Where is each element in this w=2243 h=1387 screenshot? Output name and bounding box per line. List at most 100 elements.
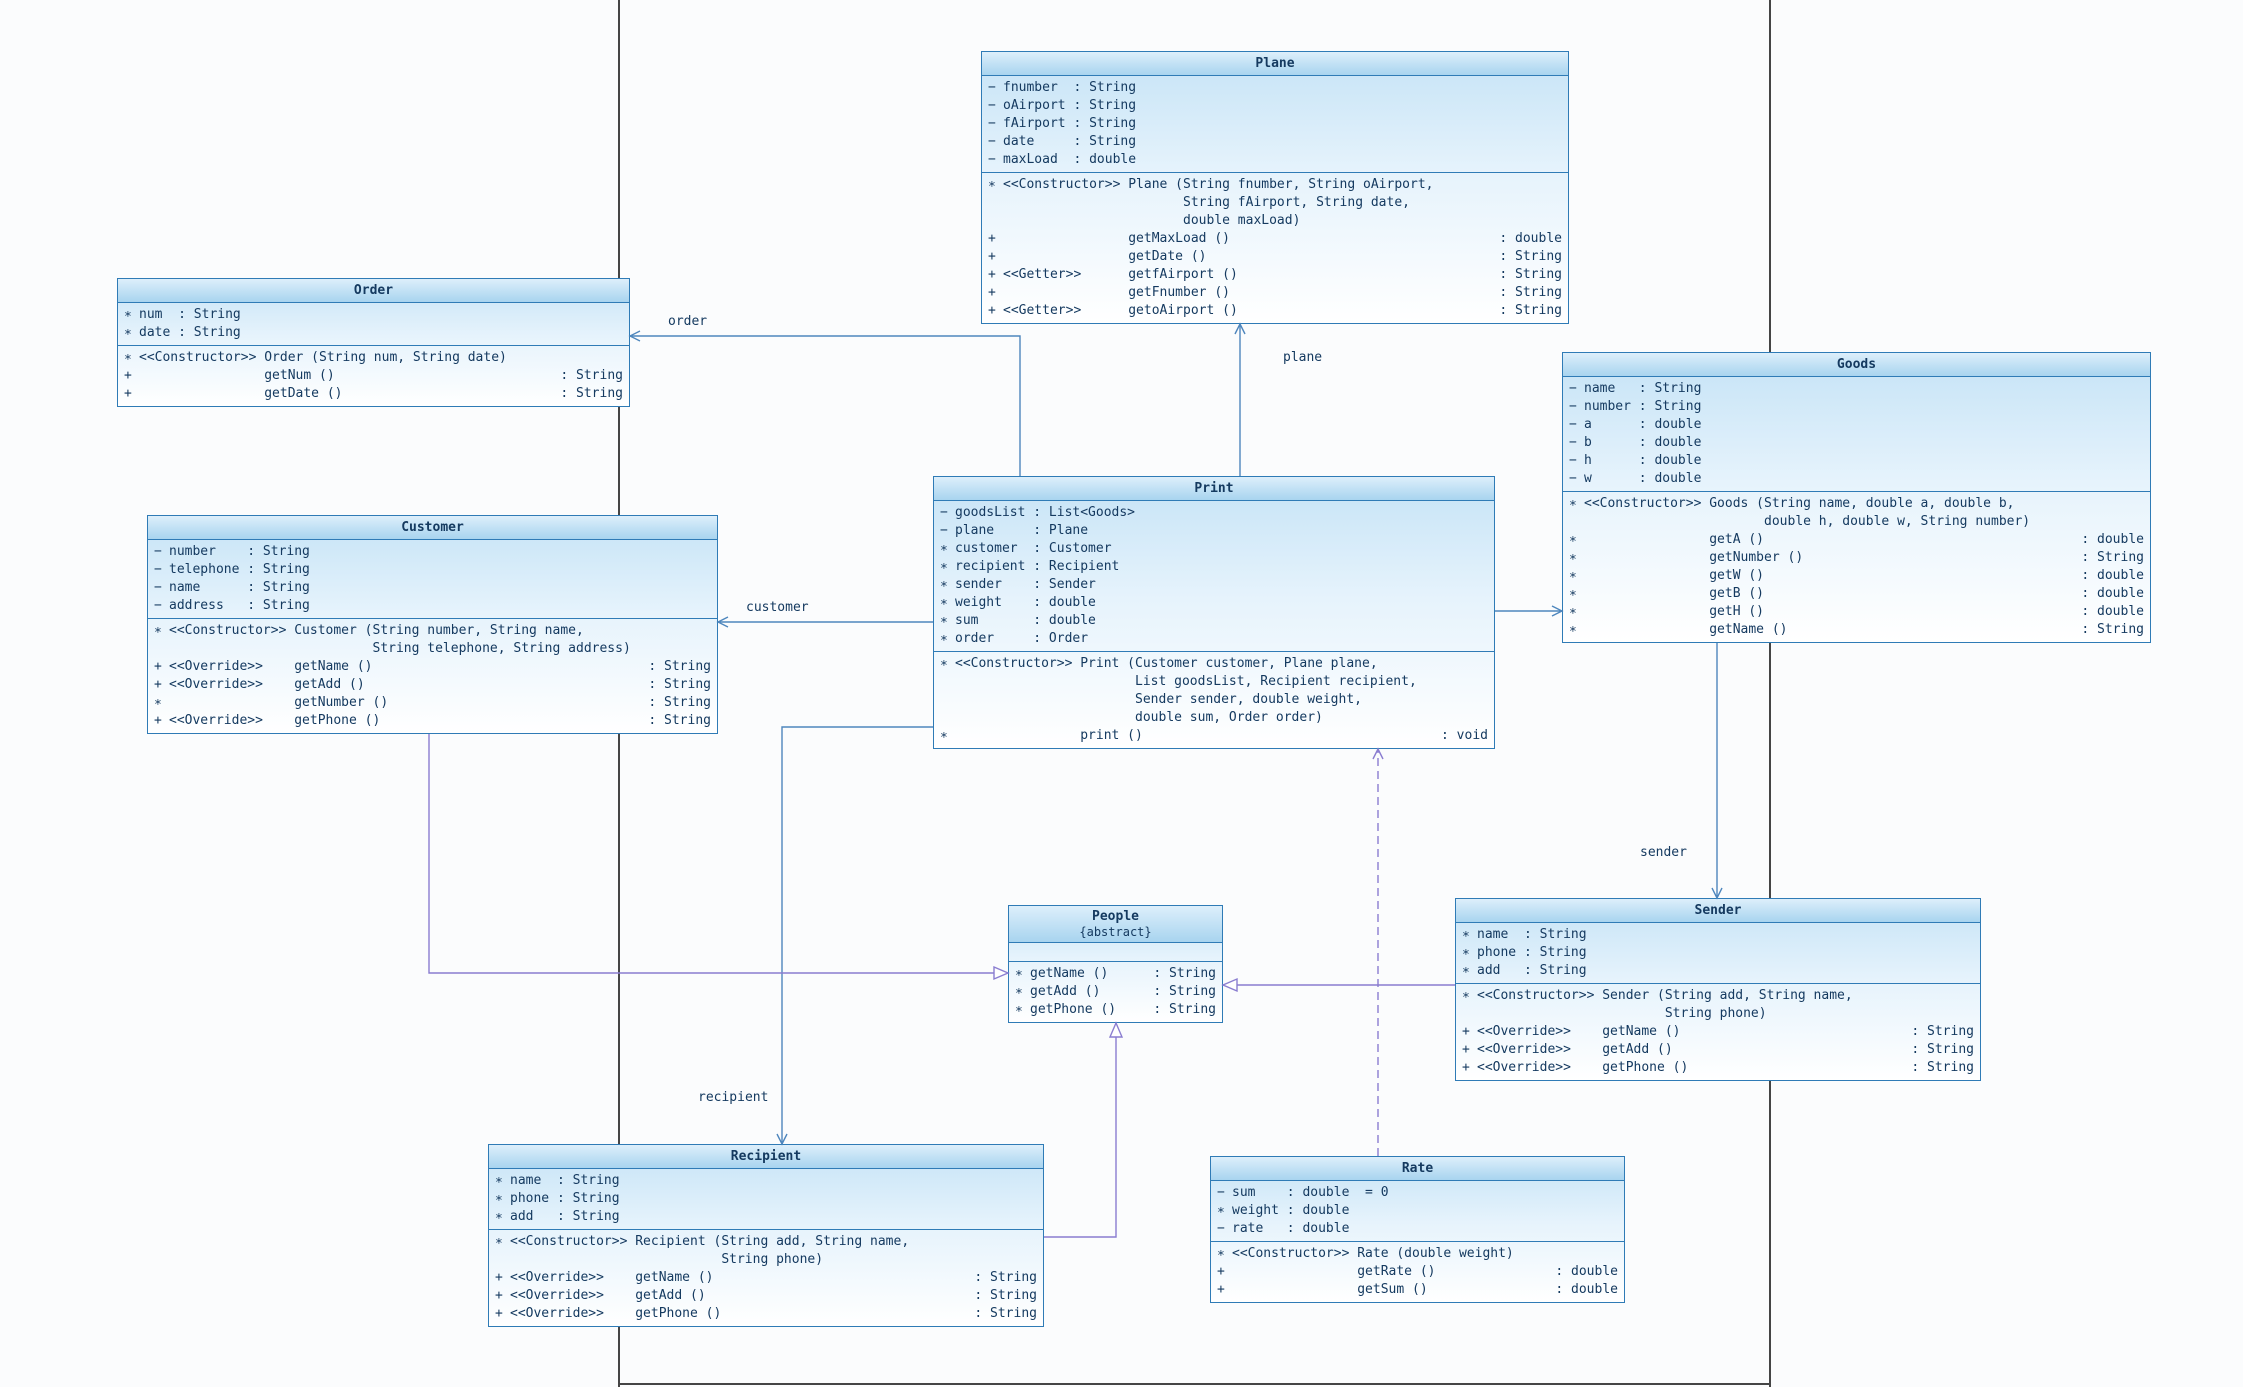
return-type: : String: [1153, 984, 1216, 999]
method-row[interactable]: double sum, Order order): [934, 709, 1494, 727]
method-row[interactable]: +<<Getter>> getoAirport (): String: [982, 302, 1568, 320]
attribute-row[interactable]: ∗name : String: [489, 1172, 1043, 1190]
method-row[interactable]: ∗<<Constructor>> Recipient (String add, …: [489, 1233, 1043, 1251]
attribute-row[interactable]: ∗date : String: [118, 324, 629, 342]
attribute-row[interactable]: ∗weight : double: [934, 594, 1494, 612]
method-row[interactable]: +<<Override>> getAdd (): String: [148, 676, 717, 694]
class-box-order[interactable]: Order∗num : String∗date : String∗<<Const…: [117, 278, 630, 407]
method-row[interactable]: ∗ getName (): String: [1563, 621, 2150, 639]
method-row[interactable]: ∗<<Constructor>> Customer (String number…: [148, 622, 717, 640]
attribute-row[interactable]: −oAirport : String: [982, 97, 1568, 115]
method-row[interactable]: ∗<<Constructor>> Plane (String fnumber, …: [982, 176, 1568, 194]
attribute-row[interactable]: −date : String: [982, 133, 1568, 151]
attribute-row[interactable]: ∗weight : double: [1211, 1202, 1624, 1220]
method-row[interactable]: String phone): [489, 1251, 1043, 1269]
method-row[interactable]: +<<Override>> getPhone (): String: [489, 1305, 1043, 1323]
attribute-row[interactable]: ∗sender : Sender: [934, 576, 1494, 594]
method-row[interactable]: + getMaxLoad (): double: [982, 230, 1568, 248]
attribute-row[interactable]: −number : String: [148, 543, 717, 561]
method-row[interactable]: +<<Override>> getAdd (): String: [489, 1287, 1043, 1305]
member-text: <<Override>> getAdd (): [1477, 1042, 1673, 1057]
edge-order[interactable]: [628, 330, 1021, 476]
method-row[interactable]: ∗ getW (): double: [1563, 567, 2150, 585]
method-row[interactable]: +<<Override>> getAdd (): String: [1456, 1041, 1980, 1059]
attribute-row[interactable]: −w : double: [1563, 470, 2150, 488]
method-row[interactable]: ∗<<Constructor>> Sender (String add, Str…: [1456, 987, 1980, 1005]
attribute-row[interactable]: −fnumber : String: [982, 79, 1568, 97]
method-row[interactable]: ∗<<Constructor>> Print (Customer custome…: [934, 655, 1494, 673]
method-row[interactable]: double h, double w, String number): [1563, 513, 2150, 531]
edge-recipient-generalization[interactable]: [1044, 1021, 1124, 1238]
method-row[interactable]: + getNum (): String: [118, 367, 629, 385]
method-row[interactable]: ∗<<Constructor>> Goods (String name, dou…: [1563, 495, 2150, 513]
attribute-row[interactable]: −telephone : String: [148, 561, 717, 579]
method-row[interactable]: +<<Override>> getPhone (): String: [1456, 1059, 1980, 1077]
class-box-goods[interactable]: Goods−name : String−number : String−a : …: [1562, 352, 2151, 643]
attribute-row[interactable]: ∗add : String: [1456, 962, 1980, 980]
method-row[interactable]: ∗getPhone (): String: [1009, 1001, 1222, 1019]
method-row[interactable]: Sender sender, double weight,: [934, 691, 1494, 709]
method-row[interactable]: ∗ getNumber (): String: [148, 694, 717, 712]
attribute-row[interactable]: −number : String: [1563, 398, 2150, 416]
attribute-row[interactable]: ∗phone : String: [1456, 944, 1980, 962]
attribute-row[interactable]: −plane : Plane: [934, 522, 1494, 540]
method-row[interactable]: String phone): [1456, 1005, 1980, 1023]
method-row[interactable]: ∗getAdd (): String: [1009, 983, 1222, 1001]
attribute-row[interactable]: ∗sum : double: [934, 612, 1494, 630]
class-box-recipient[interactable]: Recipient∗name : String∗phone : String∗a…: [488, 1144, 1044, 1327]
method-row[interactable]: + getDate (): String: [982, 248, 1568, 266]
attribute-row[interactable]: ∗phone : String: [489, 1190, 1043, 1208]
return-type: : String: [974, 1270, 1037, 1285]
edge-customer-generalization[interactable]: [428, 734, 1010, 981]
method-row[interactable]: + getSum (): double: [1211, 1281, 1624, 1299]
method-row[interactable]: String fAirport, String date,: [982, 194, 1568, 212]
method-row[interactable]: ∗ getNumber (): String: [1563, 549, 2150, 567]
attribute-row[interactable]: −a : double: [1563, 416, 2150, 434]
method-row[interactable]: ∗ getH (): double: [1563, 603, 2150, 621]
method-row[interactable]: + getRate (): double: [1211, 1263, 1624, 1281]
attribute-row[interactable]: −h : double: [1563, 452, 2150, 470]
return-type: : String: [1911, 1060, 1974, 1075]
attribute-row[interactable]: −maxLoad : double: [982, 151, 1568, 169]
method-row[interactable]: +<<Override>> getName (): String: [1456, 1023, 1980, 1041]
attribute-row[interactable]: ∗add : String: [489, 1208, 1043, 1226]
member-text: order : Order: [955, 631, 1089, 646]
method-row[interactable]: ∗<<Constructor>> Rate (double weight): [1211, 1245, 1624, 1263]
method-row[interactable]: double maxLoad): [982, 212, 1568, 230]
attribute-row[interactable]: −address : String: [148, 597, 717, 615]
attribute-row[interactable]: −name : String: [148, 579, 717, 597]
method-row[interactable]: ∗ getA (): double: [1563, 531, 2150, 549]
class-box-people[interactable]: People{abstract}∗getName (): String∗getA…: [1008, 905, 1223, 1023]
attribute-row[interactable]: ∗customer : Customer: [934, 540, 1494, 558]
attribute-row[interactable]: −name : String: [1563, 380, 2150, 398]
attribute-row[interactable]: −b : double: [1563, 434, 2150, 452]
class-box-plane[interactable]: Plane−fnumber : String−oAirport : String…: [981, 51, 1569, 324]
method-row[interactable]: + getDate (): String: [118, 385, 629, 403]
attribute-row[interactable]: −goodsList : List<Goods>: [934, 504, 1494, 522]
method-row[interactable]: + getFnumber (): String: [982, 284, 1568, 302]
attribute-row[interactable]: ∗num : String: [118, 306, 629, 324]
attribute-row[interactable]: −fAirport : String: [982, 115, 1568, 133]
edge-recipient[interactable]: [776, 726, 933, 1146]
method-row[interactable]: ∗ getB (): double: [1563, 585, 2150, 603]
method-row[interactable]: List goodsList, Recipient recipient,: [934, 673, 1494, 691]
class-box-customer[interactable]: Customer−number : String−telephone : Str…: [147, 515, 718, 734]
method-row[interactable]: String telephone, String address): [148, 640, 717, 658]
method-row[interactable]: ∗getName (): String: [1009, 965, 1222, 983]
attribute-row[interactable]: −rate : double: [1211, 1220, 1624, 1238]
method-row[interactable]: ∗ print (): void: [934, 727, 1494, 745]
attribute-row[interactable]: −sum : double = 0: [1211, 1184, 1624, 1202]
class-box-print[interactable]: Print−goodsList : List<Goods>−plane : Pl…: [933, 476, 1495, 749]
method-row[interactable]: ∗<<Constructor>> Order (String num, Stri…: [118, 349, 629, 367]
attribute-row[interactable]: ∗recipient : Recipient: [934, 558, 1494, 576]
attribute-row[interactable]: ∗order : Order: [934, 630, 1494, 648]
class-box-sender[interactable]: Sender∗name : String∗phone : String∗add …: [1455, 898, 1981, 1081]
method-row[interactable]: +<<Override>> getPhone (): String: [148, 712, 717, 730]
method-row[interactable]: +<<Getter>> getfAirport (): String: [982, 266, 1568, 284]
class-box-rate[interactable]: Rate−sum : double = 0∗weight : double−ra…: [1210, 1156, 1625, 1303]
method-row[interactable]: +<<Override>> getName (): String: [148, 658, 717, 676]
member-text: recipient : Recipient: [955, 559, 1120, 574]
method-row[interactable]: +<<Override>> getName (): String: [489, 1269, 1043, 1287]
attribute-row[interactable]: ∗name : String: [1456, 926, 1980, 944]
